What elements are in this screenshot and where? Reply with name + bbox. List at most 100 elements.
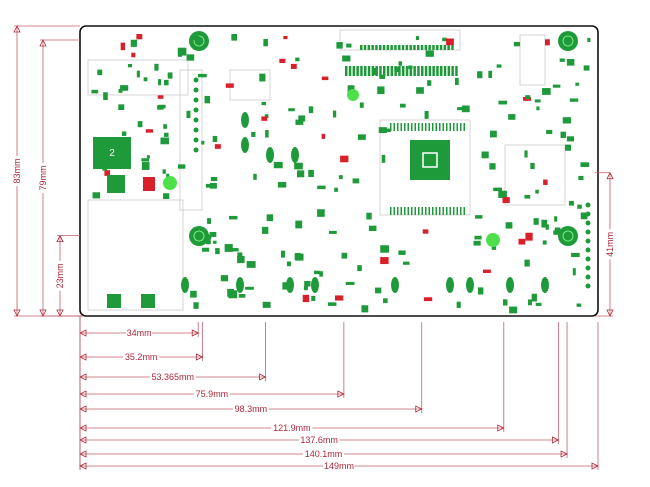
connector-pin [402, 66, 405, 76]
pin [390, 123, 392, 131]
component [164, 132, 169, 137]
pin [442, 207, 444, 215]
component [525, 232, 533, 241]
capacitor [286, 277, 294, 293]
connector-pin [443, 66, 447, 76]
arrowhead [259, 373, 267, 381]
header-pin [585, 202, 591, 208]
component [340, 155, 349, 163]
connector-pin [367, 45, 371, 50]
dimension-98-3mm: 98.3mm [79, 316, 423, 470]
component [197, 73, 207, 78]
component [290, 63, 297, 69]
connector-pin [421, 66, 424, 76]
component [380, 245, 390, 253]
mounting-hole-ring [562, 230, 574, 242]
pcb-board: 2 [79, 25, 599, 317]
label-bg [298, 435, 340, 445]
component [145, 129, 154, 133]
dimension-140-1mm: 140.1mm [79, 316, 568, 470]
component [336, 42, 343, 49]
component [346, 43, 352, 48]
arrowhead [56, 309, 64, 317]
connector-pin [382, 45, 386, 50]
component [535, 302, 542, 306]
connector-pin [451, 45, 454, 50]
silkscreen-box [519, 34, 546, 86]
component [375, 287, 382, 294]
component [237, 252, 243, 258]
component [302, 294, 310, 303]
component [446, 38, 454, 46]
capacitor [291, 147, 299, 163]
connector-pin [447, 45, 450, 50]
component [220, 275, 229, 282]
pin [414, 207, 416, 215]
component [102, 162, 107, 171]
pin [439, 207, 441, 215]
component [141, 162, 150, 170]
connector-pin [439, 45, 443, 50]
component [525, 95, 531, 100]
component [424, 110, 429, 119]
arrowhead [56, 234, 64, 243]
component [262, 301, 271, 308]
header-pin [193, 117, 199, 123]
component [534, 99, 541, 103]
component [454, 77, 459, 85]
component [104, 170, 111, 176]
label-bg [605, 229, 615, 260]
dimension-label: 53.365mm [151, 372, 194, 382]
component [97, 69, 103, 76]
component [158, 79, 162, 86]
component [225, 83, 234, 88]
component [542, 88, 551, 95]
connector-pin [401, 45, 405, 50]
component [103, 92, 108, 101]
component [580, 162, 590, 167]
arrowhead [79, 405, 87, 413]
connector-pin [436, 45, 439, 50]
arrowhead [606, 309, 614, 317]
component [382, 298, 388, 304]
component [357, 265, 362, 272]
component [489, 163, 496, 170]
dimension-149mm: 149mm [79, 316, 599, 471]
label-bg [193, 389, 230, 399]
connector-pin [413, 66, 416, 76]
dimension-137-6mm: 137.6mm [79, 316, 560, 470]
mounting-hole [189, 31, 209, 51]
component [201, 247, 210, 252]
pin [407, 123, 409, 131]
component [379, 74, 386, 79]
component [162, 169, 166, 174]
label-bg [38, 162, 48, 193]
connector-pin [409, 66, 413, 76]
pin [397, 123, 399, 131]
component [568, 200, 574, 206]
component [531, 293, 537, 302]
pin [439, 123, 441, 131]
component [259, 73, 266, 82]
component [120, 42, 126, 51]
component [192, 35, 200, 41]
component [280, 250, 285, 258]
component [543, 179, 548, 185]
mounting-hole [189, 226, 209, 246]
component [193, 302, 199, 309]
component [146, 155, 150, 159]
component [461, 105, 470, 113]
component [311, 295, 316, 301]
component [518, 238, 526, 245]
component [321, 76, 329, 81]
component [308, 169, 314, 178]
arrowhead [13, 309, 21, 317]
dimension-23mm: 23mm [55, 234, 83, 317]
component [334, 187, 338, 192]
chip-label: 2 [109, 148, 115, 159]
arrowhead [337, 390, 345, 398]
component [298, 115, 306, 122]
component [496, 64, 502, 68]
pin [432, 123, 434, 131]
component [246, 261, 256, 268]
